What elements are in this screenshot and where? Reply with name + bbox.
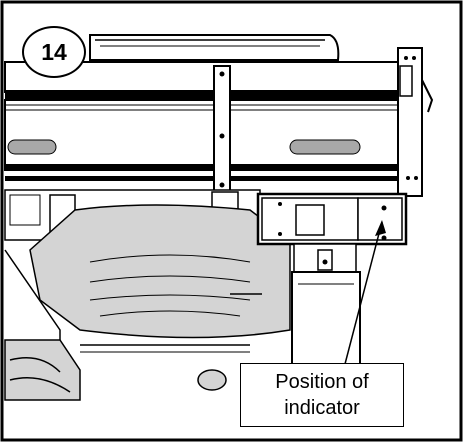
slot-left [7,139,57,155]
upper-rail [89,34,340,61]
step-number-badge: 14 [22,26,86,78]
base-mechanism [29,204,291,339]
caster-wheel [197,369,227,391]
callout-line-2: indicator [284,397,360,419]
callout-line-1: Position of [275,371,369,393]
callout-arrowhead [375,220,386,236]
indicator-callout: Position of indicator [240,363,404,427]
slot-right [289,139,361,155]
caster-assembly [4,339,81,401]
deck-black-band [5,90,405,99]
step-number: 14 [41,38,67,65]
callout-leader [344,221,383,365]
indicator-window [295,204,325,236]
support-column [291,271,361,369]
vertical-strap [213,65,231,193]
